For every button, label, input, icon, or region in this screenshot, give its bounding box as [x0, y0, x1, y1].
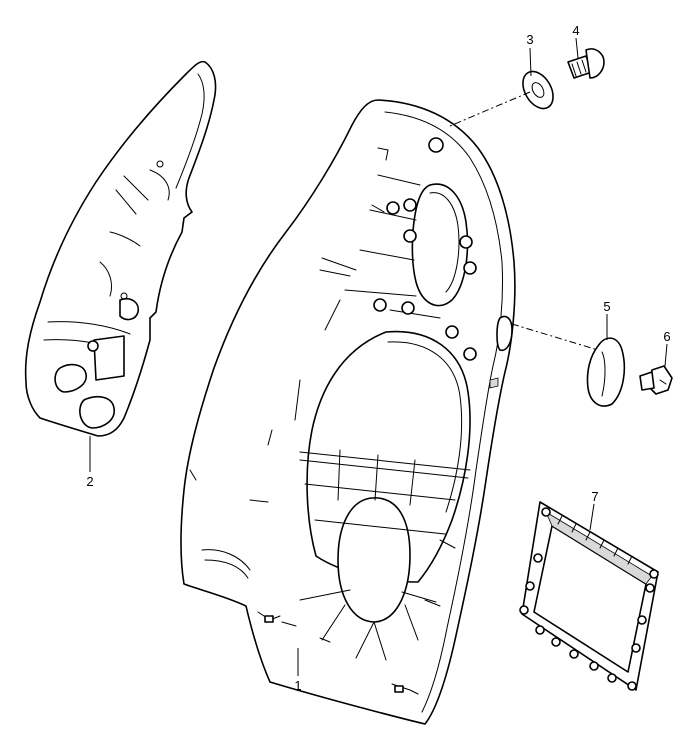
- frame-panel: [519, 501, 659, 691]
- cover-cap: [586, 337, 626, 407]
- leader-line-3: [529, 47, 532, 77]
- callout-5: 5: [603, 299, 610, 314]
- assembly-axis-line: [511, 323, 599, 351]
- screw: [567, 48, 605, 79]
- retaining-clip: [639, 365, 673, 395]
- callout-3: 3: [526, 32, 533, 47]
- callout-1: 1: [294, 678, 301, 693]
- callout-7: 7: [591, 489, 598, 504]
- callout-2: 2: [86, 474, 93, 489]
- callout-4: 4: [572, 23, 579, 38]
- side-trim-panel: [24, 60, 217, 437]
- seat-back-shell: [180, 99, 516, 725]
- callout-6: 6: [663, 329, 670, 344]
- washer-cap: [522, 70, 554, 110]
- leader-line-4: [575, 37, 579, 59]
- leader-line-7: [589, 503, 595, 531]
- assembly-axis-line: [449, 91, 531, 127]
- leader-line-6: [664, 343, 668, 367]
